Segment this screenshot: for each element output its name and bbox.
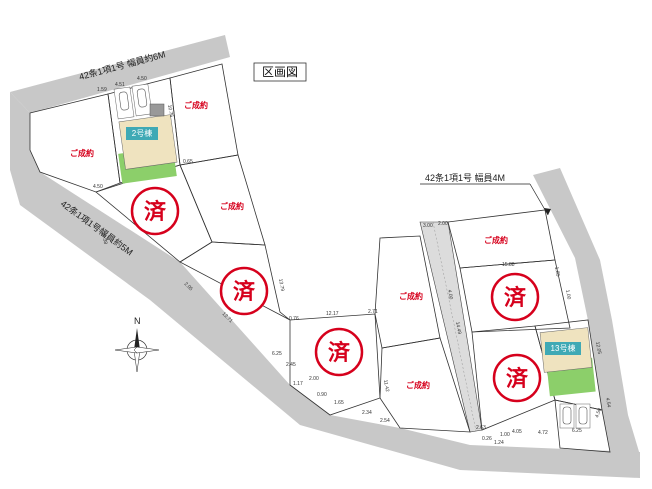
dimension-label: 12.17 [326,311,339,317]
dimension-label: 2.00 [438,221,448,227]
car-icon [578,406,588,425]
dimension-label: 4.50 [93,184,103,190]
sold-label: ご成約 [406,380,430,390]
dimension-label: 6.25 [272,351,282,357]
road-east-label: 42条1項1号 幅員4M [425,172,505,183]
building-2-label: 2号棟 [132,128,152,138]
lot2-bike-area [149,103,165,117]
svg-text:済: 済 [233,279,256,305]
dimension-label: 1.59 [97,87,107,93]
lot-w3 [179,241,291,321]
dimension-label: 4.54 [604,397,612,408]
lot13-parking-2 [575,403,591,429]
dimension-label: 11.42 [382,379,390,392]
dimension-label: 2.05 [183,281,194,292]
lot-w4 [289,313,381,416]
sold-label: ご成約 [220,201,244,211]
lot13-parking-1 [559,403,575,429]
lot-m2 [379,337,471,433]
sold-stamp: 済 [219,266,269,316]
sold-label: ご成約 [184,100,208,110]
dimension-label: 0.65 [183,159,193,165]
svg-text:済: 済 [504,285,527,311]
dimension-label: 2.34 [362,410,372,416]
car-icon [136,88,148,108]
dimension-label: 1.17 [293,381,303,387]
sold-label: ご成約 [70,148,94,158]
building-13-badge [545,342,581,355]
dimension-label: 4.72 [538,430,548,436]
dimension-label: 12.05 [594,341,602,355]
dimension-label: 4.50 [594,407,603,418]
dimension-label: 15.88 [502,262,515,268]
lot-n2 [179,154,266,246]
arrow-icon [544,208,551,215]
svg-text:済: 済 [144,199,167,225]
dimension-label: 6.25 [572,428,582,434]
building-2-badge [126,127,158,140]
title-box [253,62,307,82]
dimension-label: 2.54 [380,418,390,424]
dimension-label: 1.24 [494,440,504,446]
car-icon [118,91,130,111]
dimension-label: 1.65 [334,400,344,406]
sold-stamp: 済 [490,272,540,322]
compass-rose-icon [114,328,160,373]
dimension-label: 10.38 [100,231,108,245]
dimension-label: 4.00 [446,289,454,300]
road-southwest [10,92,640,478]
private-path [419,221,483,433]
dimension-label: 4.05 [512,429,522,435]
dimension-label: 10.76 [166,104,174,118]
road-north [10,35,230,113]
dimension-label: 1.00 [500,432,510,438]
sold-label: ご成約 [484,235,508,245]
page-title: 区画図 [262,65,298,79]
svg-text:済: 済 [328,340,351,366]
dimension-label: 1.00 [564,289,572,300]
sold-stamp: 済 [314,327,364,377]
lot-e2 [459,259,571,333]
dimension-label: 1.85 [553,266,561,277]
dimension-label: 4.50 [137,76,147,82]
lot-n1 [169,63,239,166]
svg-text:済: 済 [506,366,529,392]
compass-north-letter: N [134,316,141,326]
sold-label: ご成約 [399,291,423,301]
road-east [533,168,640,455]
dimension-labels: 1.59 4.51 4.50 10.76 0.65 4.50 10.38 2.0… [93,76,612,446]
dimension-label: 2.45 [286,362,296,368]
dimension-label: 0.76 [289,316,299,322]
dimension-label: 13.79 [277,278,285,292]
dimension-label: 2.71 [368,309,378,315]
car-icon [562,406,572,425]
sold-stamp: 済 [492,353,542,403]
dimension-label: 4.51 [115,82,125,88]
dimension-label: 14.49 [454,321,462,335]
sold-stamp: 済 [130,186,180,236]
dimension-label: 2.00 [309,376,319,382]
dimension-label: 2.63 [476,425,486,431]
dimension-label: 0.90 [317,392,327,398]
lot2-house [118,114,178,170]
dimension-label: 3.00 [423,223,433,229]
dimension-label: 0.26 [482,436,492,442]
lot-m1 [374,235,441,349]
building-13-label: 13号棟 [551,343,576,353]
